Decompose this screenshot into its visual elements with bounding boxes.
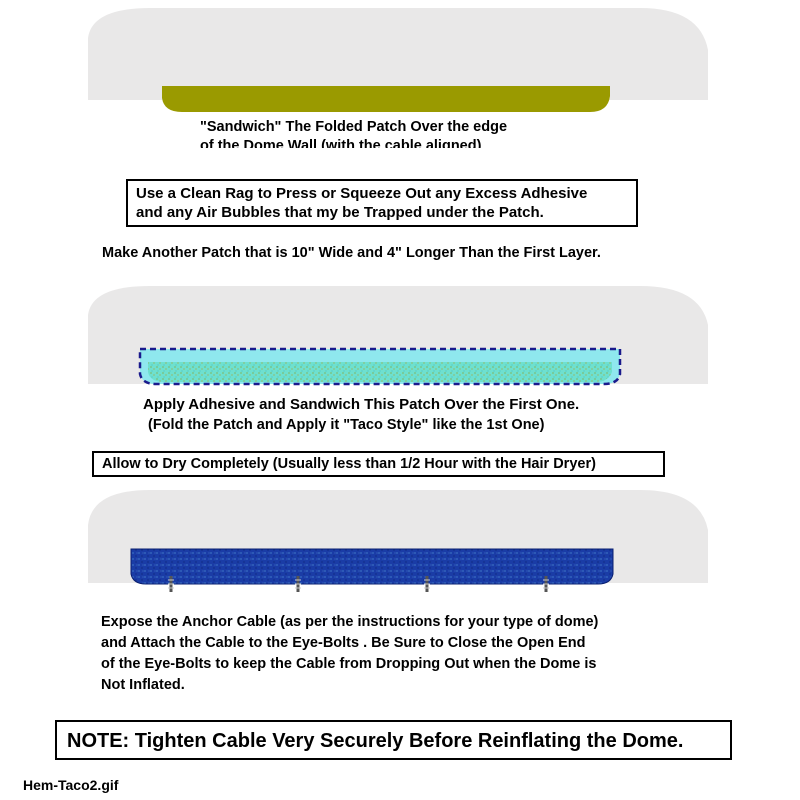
eye-bolt-1 [168, 576, 174, 592]
step3-instruction: Make Another Patch that is 10" Wide and … [102, 245, 601, 261]
eye-bolt-3 [424, 576, 430, 592]
step6-instruction: Expose the Anchor Cable (as per the inst… [101, 614, 599, 693]
note-box: NOTE: Tighten Cable Very Securely Before… [55, 720, 732, 760]
dome-wall-1 [88, 8, 708, 100]
finished-patch-blue [130, 548, 614, 585]
eye-bolt-2 [295, 576, 301, 592]
step5-boxed-instruction: Allow to Dry Completely (Usually less th… [92, 451, 665, 477]
eye-bolt-4 [543, 576, 549, 592]
step1-caption: "Sandwich" The Folded Patch Over the edg… [200, 119, 508, 148]
step4-caption-line1: Apply Adhesive and Sandwich This Patch O… [143, 396, 580, 413]
step2-boxed-instruction: Use a Clean Rag to Press or Squeeze Out … [126, 179, 638, 227]
filename-label: Hem-Taco2.gif [23, 777, 119, 793]
folded-patch-olive [162, 86, 610, 112]
second-patch-cyan [148, 362, 612, 382]
step4-caption-line2: (Fold the Patch and Apply it "Taco Style… [148, 417, 545, 433]
